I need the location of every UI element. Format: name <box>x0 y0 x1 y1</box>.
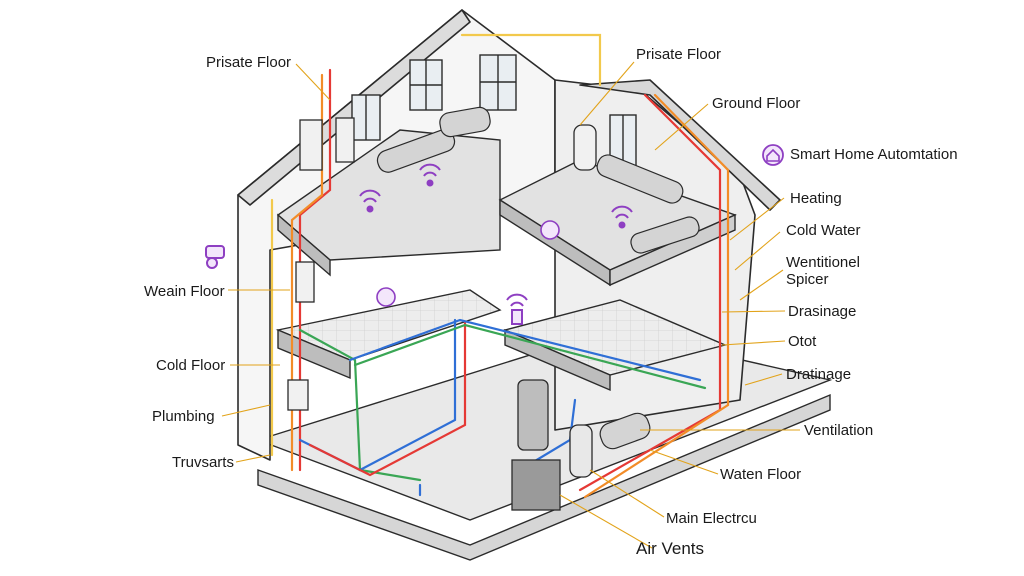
middle-floor <box>275 289 728 392</box>
leader-lines <box>221 61 800 549</box>
label-smart-home: Smart Home Automtation <box>790 146 958 163</box>
label-heating: Heating <box>790 190 842 207</box>
label-cold-water: Cold Water <box>786 222 861 239</box>
label-private-floor-left: Prisate Floor <box>206 54 292 71</box>
label-water-floor: Waten Floor <box>720 466 802 483</box>
ductwork <box>376 106 700 450</box>
label-otot: Otot <box>788 333 817 350</box>
smart-home-legend-icon <box>762 144 784 166</box>
boiler-equipment <box>287 117 597 511</box>
label-ventilation: Ventilation <box>804 422 874 439</box>
label-drainage-2: Dratinage <box>786 366 852 383</box>
label-ground-floor: Ground Floor <box>712 95 801 112</box>
wifi-icon <box>359 189 381 213</box>
security-camera-icon <box>205 245 225 269</box>
label-drainage-1: Drasinage <box>788 303 857 320</box>
wifi-icon <box>506 293 528 325</box>
label-main-electric: Main Electrcu <box>666 510 757 527</box>
label-ventilation-spicer: Wentitionel Spicer <box>786 254 860 288</box>
label-private-floor-right: Prisate Floor <box>636 46 722 63</box>
label-plumbing: Plumbing <box>152 408 215 425</box>
label-truvsarts: Truvsarts <box>172 454 234 471</box>
wifi-icon <box>611 205 633 229</box>
wifi-icon <box>419 163 441 187</box>
label-cold-floor: Cold Floor <box>156 357 226 374</box>
label-air-vents: Air Vents <box>636 539 705 558</box>
smart-home-icon <box>376 220 560 307</box>
label-wain-floor: Weain Floor <box>144 283 225 300</box>
